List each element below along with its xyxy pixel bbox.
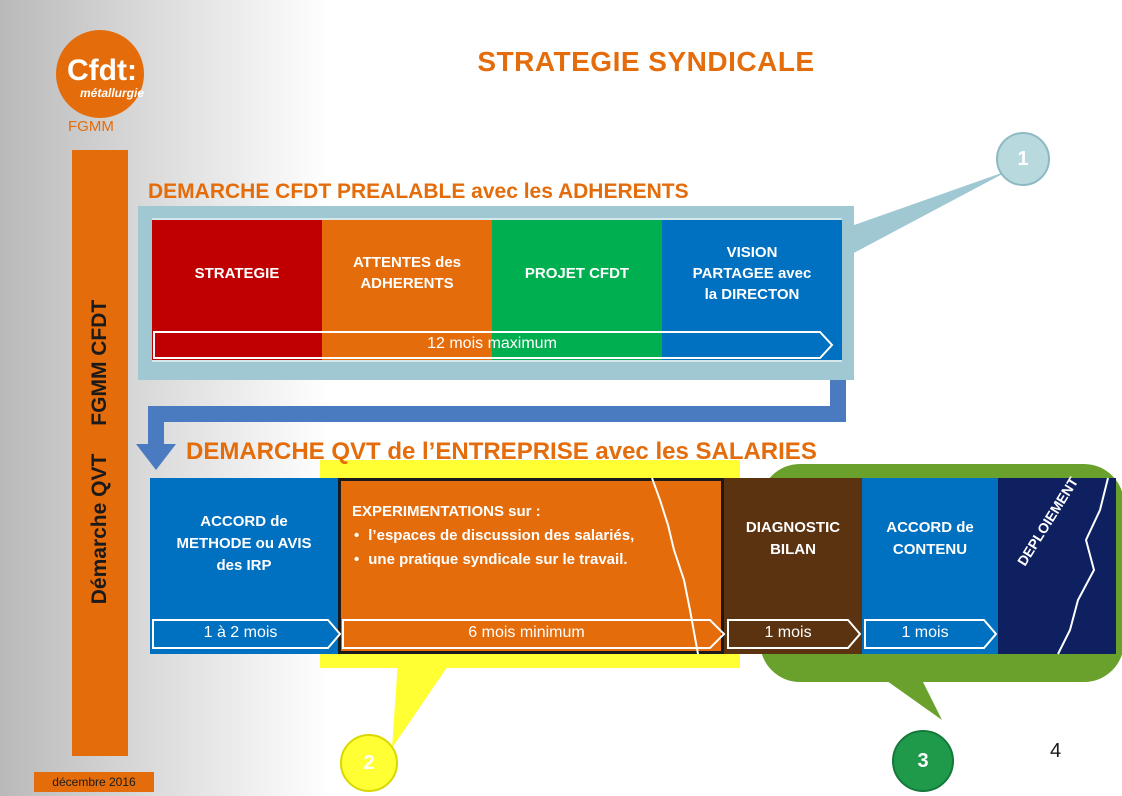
logo-subtext: métallurgie: [80, 86, 144, 100]
duration-1-mois-contenu: 1 mois: [901, 624, 949, 641]
left-gradient-background: [0, 0, 330, 796]
bullet-item: l’espaces de discussion des salariés,: [354, 524, 712, 548]
vertical-sidebar-bar: [72, 150, 128, 756]
green-callout-tail: [880, 676, 942, 720]
date-label: décembre 2016: [34, 772, 154, 792]
experimentations-bullets: l’espaces de discussion des salariés, un…: [352, 524, 712, 572]
yellow-callout-tail: [392, 660, 452, 748]
cfdt-logo: Cfdt: métallurgie: [56, 30, 144, 118]
duration-6-mois: 6 mois minimum: [468, 624, 585, 641]
bullet-item: une pratique syndicale sur le travail.: [354, 548, 712, 572]
page-number: 4: [1050, 740, 1062, 762]
section2-title: DEMARCHE QVT de l’ENTREPRISE avec les SA…: [186, 438, 817, 465]
section1-title: DEMARCHE CFDT PREALABLE avec les ADHEREN…: [148, 180, 689, 203]
block-deploiement: [998, 478, 1116, 654]
callout-circle-2: 2: [340, 734, 398, 792]
duration-arrow-12-mois: [153, 331, 834, 359]
block-projet-cfdt: PROJET CFDT: [492, 220, 662, 360]
duration-1-mois-diagnostic: 1 mois: [764, 624, 812, 641]
callout-circle-3: 3: [892, 730, 954, 792]
block-strategie-label: STRATEGIE: [194, 264, 280, 282]
block-strategie: STRATEGIE: [152, 220, 322, 360]
duration-1-a-2-mois: 1 à 2 mois: [203, 624, 278, 641]
callout-circle-1: 1: [996, 132, 1050, 186]
experimentations-text: EXPERIMENTATIONS sur : l’espaces de disc…: [352, 500, 712, 572]
logo-text: Cfdt:: [67, 54, 137, 87]
callout-1-tail: [840, 170, 1010, 255]
experimentations-heading: EXPERIMENTATIONS sur :: [352, 503, 541, 520]
fgmm-label: FGMM: [68, 118, 114, 135]
connector-arrow: [148, 362, 846, 446]
block-projet-label: PROJET CFDT: [524, 264, 630, 282]
page-title: STRATEGIE SYNDICALE: [477, 46, 815, 77]
duration-12-mois: 12 mois maximum: [427, 335, 557, 352]
connector-arrowhead: [136, 444, 176, 470]
